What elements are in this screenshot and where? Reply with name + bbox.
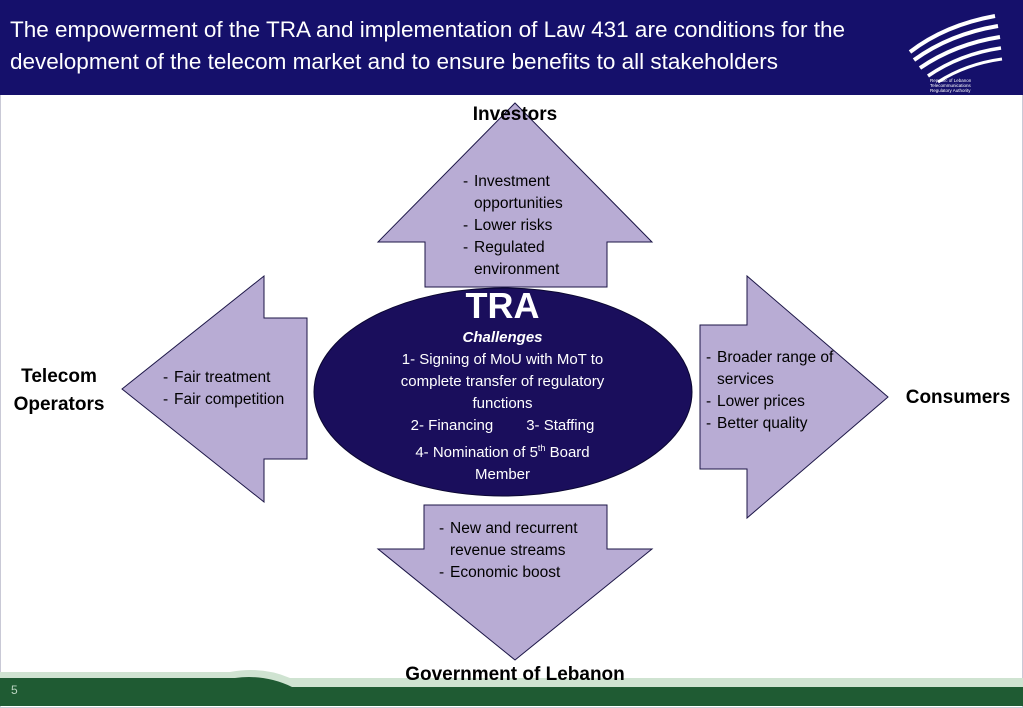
list-item: Economic boost	[439, 562, 599, 584]
list-item: Lower prices	[706, 391, 856, 413]
list-item: New and recurrent revenue streams	[439, 518, 599, 562]
operators-benefits: Fair treatment Fair competition	[163, 367, 313, 411]
challenge-line: 4- Nomination of 5th Board	[415, 443, 590, 461]
investors-label: Investors	[472, 104, 558, 125]
challenge-line: Member	[474, 466, 530, 483]
government-label: Government of Lebanon	[405, 664, 625, 685]
tra-ellipse	[313, 287, 693, 497]
slide-number: 5	[11, 683, 18, 697]
tra-title: TRA	[465, 285, 540, 326]
consumers-benefits: Broader range of services Lower prices B…	[706, 347, 856, 435]
challenge-line: 1- Signing of MoU with MoT to	[401, 351, 604, 368]
header-bar: The empowerment of the TRA and implement…	[0, 0, 1023, 95]
challenges-heading: Challenges	[462, 329, 543, 346]
operators-label: Telecom Operators	[13, 366, 105, 415]
list-item: Lower risks	[463, 215, 603, 237]
footer-green-band	[0, 677, 1023, 706]
list-item: Regulated environment	[463, 237, 603, 281]
challenge-line: functions	[472, 395, 533, 412]
list-item: Better quality	[706, 413, 856, 435]
tra-center: TRA Challenges 1- Signing of MoU with Mo…	[330, 285, 675, 486]
investors-benefits: Investment opportunities Lower risks Reg…	[463, 171, 603, 281]
consumers-label: Consumers	[905, 387, 1011, 408]
tra-logo-icon	[908, 14, 1003, 84]
list-item: Investment opportunities	[463, 171, 603, 215]
list-item: Fair treatment	[163, 367, 313, 389]
challenge-line: complete transfer of regulatory	[400, 373, 605, 390]
list-item: Broader range of services	[706, 347, 856, 391]
list-item: Fair competition	[163, 389, 313, 411]
logo-caption: Republic of Lebanon Telecommunications R…	[930, 78, 972, 93]
slide-title: The empowerment of the TRA and implement…	[10, 17, 846, 74]
government-benefits: New and recurrent revenue streams Econom…	[439, 518, 599, 584]
